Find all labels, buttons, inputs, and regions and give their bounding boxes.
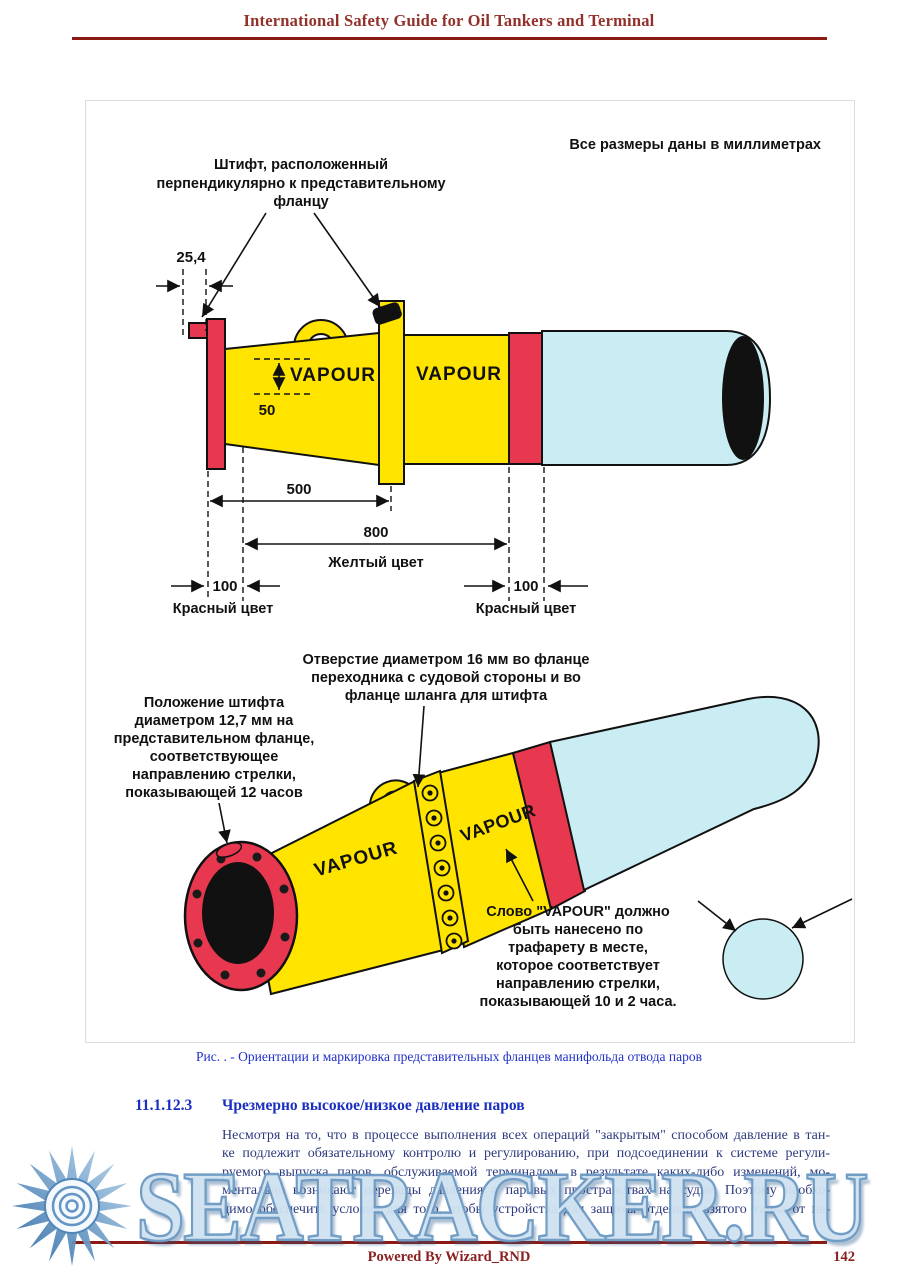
paragraph-line: Несмотря на то, что в процессе выполнени… [222,1128,830,1143]
hole-label-line1: Отверстие диаметром 16 мм во фланце [303,652,590,668]
stencil-label-line3: трафарету в месте, [508,940,648,956]
section-heading: 11.1.12.3 Чрезмерно высокое/низкое давле… [135,1097,525,1115]
header-rule [72,37,827,40]
dim-100-right: 100 [513,578,538,595]
stencil-label-line2: быть нанесено по [513,922,643,938]
top-illustration: Все размеры даны в миллиметрах Штифт, ра… [156,137,821,617]
yellow-color-label: Желтый цвет [327,555,423,571]
hose-bore [722,336,764,460]
hose-flange [378,300,405,485]
paragraph-line: ке подлежит обязательному контролю и рег… [222,1146,830,1162]
units-note: Все размеры даны в миллиметрах [569,137,821,153]
pin-label-line3: фланцу [273,194,328,210]
paragraph-line: руемого выпуска паров, обслуживаемой тер… [222,1164,830,1180]
dimension-arrows [156,212,588,593]
bottom-illustration: Отверстие диаметром 16 мм во фланце пере… [114,652,853,1010]
vapour-marking-right: VAPOUR [416,364,502,385]
dim-25-4: 25,4 [176,249,206,266]
hole-label-line3: фланце шланга для штифта [345,688,548,704]
dim-50: 50 [259,402,276,419]
footer-text: Powered By Wizard_RND [367,1249,531,1265]
section-title: Чрезмерно высокое/низкое давление паров [222,1097,525,1114]
section-number: 11.1.12.3 [135,1097,193,1114]
red-color-label-left: Красный цвет [173,601,274,617]
flange-bolts [421,784,463,950]
dim-100-left: 100 [212,578,237,595]
pin-position-line4: соответствующее [150,749,279,765]
hole-label-line2: переходника с судовой стороны и во [311,670,581,686]
manifold-figure: Все размеры даны в миллиметрах Штифт, ра… [114,137,853,1010]
stencil-label-line6: показывающей 10 и 2 часа. [479,994,676,1010]
watermark-text: SEATRACKER.RU [135,1151,870,1262]
red-band-perspective [511,740,587,911]
vapour-marking-left: VAPOUR [290,365,376,386]
flange-face-bolts [192,852,290,980]
pin-label-line2: перпендикулярно к представительному [156,176,445,192]
dim-800: 800 [363,524,388,541]
figure-caption: Рис. . - Ориентации и маркировка предста… [196,1049,702,1064]
watermark-sun-icon [6,1146,138,1273]
dim-500: 500 [286,481,311,498]
pin-position-line1: Положение штифта [144,695,285,711]
representative-flange [206,318,226,470]
red-band [508,332,543,465]
figure-box: Все размеры даны в миллиметрах Штифт, ра… [85,100,855,1043]
flange-bore [202,862,274,964]
bottom-arrows [218,705,853,932]
yellow-section [403,334,510,465]
page-number: 142 [833,1249,855,1265]
flange-pin-perspective [215,842,243,858]
pin-label-line1: Штифт, расположенный [214,157,388,173]
footer-rule [72,1241,827,1244]
yellow-cone [224,331,380,467]
red-color-label-right: Красный цвет [476,601,577,617]
pin-position-line3: представительном фланце, [114,731,315,747]
flange-bolt-centers [427,790,457,944]
pin-position-line6: показывающей 12 часов [125,785,303,801]
flange-pin [372,302,402,325]
paragraph-line: ментально возникают перепады давления в … [222,1183,830,1199]
pin-position-line2: диаметром 12,7 мм на [135,713,295,729]
stencil-label-line4: которое соответствует [496,958,660,974]
paragraph-line: димо обеспечить условия для того, чтобы … [222,1201,830,1217]
page-title: International Safety Guide for Oil Tanke… [243,11,655,30]
stencil-position-circle [722,918,804,1000]
hose-body [541,330,772,466]
extension-lines [182,269,545,601]
stencil-label-line5: направлению стрелки, [496,976,660,992]
pin-position-line5: направлению стрелки, [132,767,296,783]
hose-body-perspective [548,695,820,892]
stencil-label-line1: Слово "VAPOUR" должно [486,904,670,920]
body-paragraph: Несмотря на то, что в процессе выполнени… [222,1127,830,1219]
